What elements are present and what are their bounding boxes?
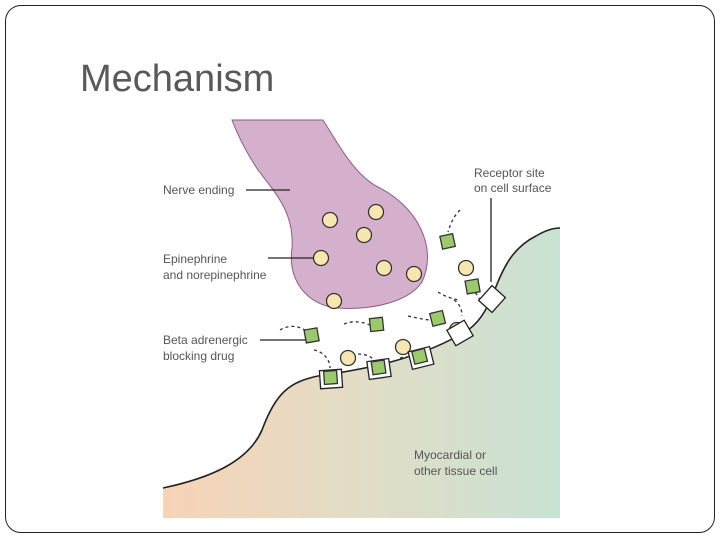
neurotransmitter-molecule (339, 349, 357, 367)
drug-molecule (428, 309, 447, 328)
label-beta-1: Beta adrenergic (163, 333, 248, 347)
beta-blocker-drugs (303, 232, 481, 386)
label-receptor-2: on cell surface (474, 181, 552, 195)
neurotransmitter-molecule (367, 203, 385, 221)
receptor-site (445, 319, 475, 347)
leader-lines (246, 189, 492, 341)
neurotransmitter-molecule (325, 292, 343, 310)
neurotransmitter-molecule (457, 259, 475, 277)
slide-title: Mechanism (80, 58, 275, 100)
label-nerve-ending: Nerve ending (163, 183, 234, 197)
neurotransmitter-molecule (355, 226, 373, 244)
label-epinephrine-2: and norepinephrine (163, 268, 267, 282)
drug-molecule (464, 278, 481, 295)
neurotransmitter-molecule (321, 211, 339, 229)
label-receptor-1: Receptor site (474, 166, 545, 180)
neurotransmitter-molecules (312, 203, 475, 367)
label-epinephrine-1: Epinephrine (163, 252, 227, 266)
drug-molecule (368, 316, 385, 333)
drug-molecule (439, 232, 457, 250)
tissue-cell (163, 228, 560, 518)
neurotransmitter-molecule (405, 265, 423, 283)
label-myocardial-2: other tissue cell (414, 464, 497, 478)
label-beta-2: blocking drug (163, 349, 234, 363)
drug-molecule (410, 347, 429, 366)
neurotransmitter-molecule (312, 249, 330, 267)
drug-molecule (370, 359, 387, 376)
label-myocardial-1: Myocardial or (414, 448, 486, 462)
drug-molecule (322, 369, 339, 386)
drug-molecule (303, 327, 320, 344)
neurotransmitter-molecule (375, 259, 393, 277)
receptor-site (477, 284, 507, 314)
neurotransmitter-molecule (394, 338, 412, 356)
